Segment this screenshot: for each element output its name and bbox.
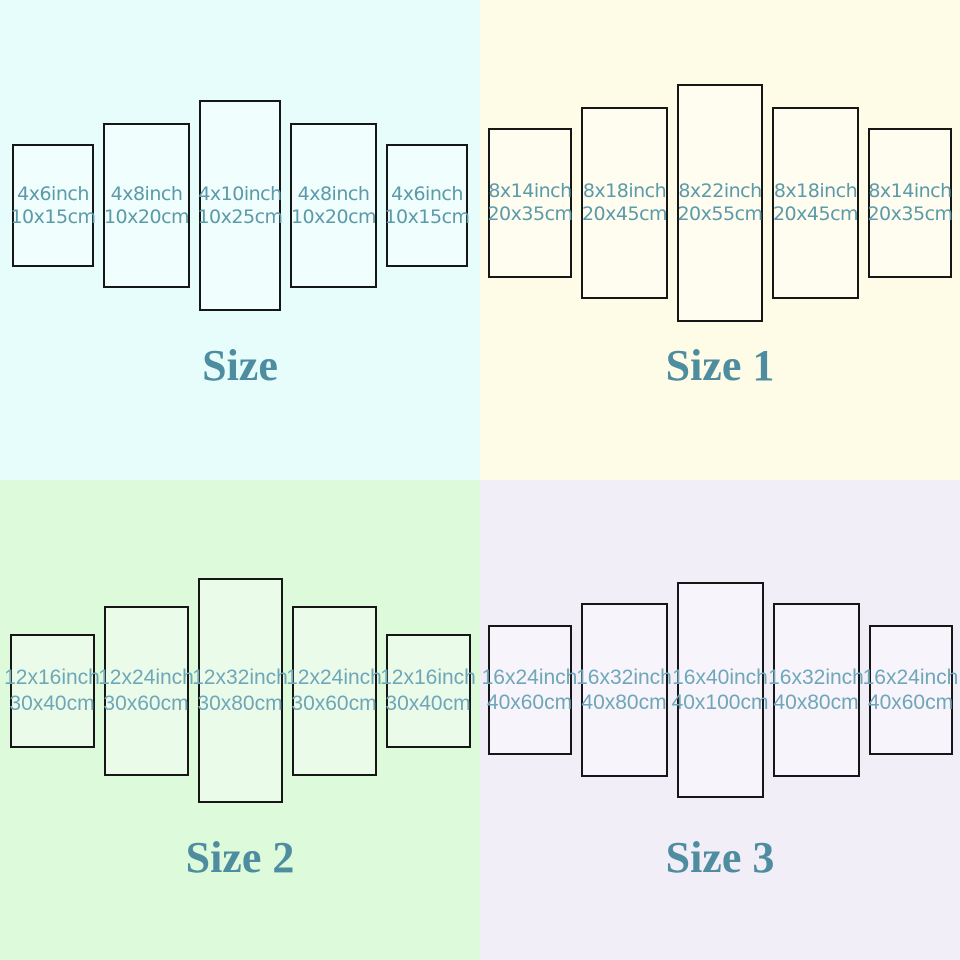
panel-size-cm: 20x35cm <box>867 203 953 225</box>
panel-size-inch: 12x24inch <box>98 666 194 690</box>
canvas-panel: 8x14inch 20x35cm <box>867 128 953 278</box>
panel-size-inch: 16x24inch <box>862 665 959 689</box>
panel-size-label: 12x24inch 30x60cm <box>286 665 382 715</box>
panel-size-inch: 8x22inch <box>678 180 762 203</box>
quadrant-size-3: 16x24inch 40x60cm 16x32inch 40x80cm 16x4… <box>480 480 960 960</box>
panel-size-label: 16x32inch 40x80cm <box>768 665 864 715</box>
panel-size-label: 12x16inch 30x40cm <box>4 665 100 715</box>
panel-size-cm: 40x80cm <box>773 691 859 714</box>
panel-size-label: 4x8inch 10x20cm <box>290 182 377 229</box>
panel-size-label: 12x16inch 30x40cm <box>380 665 476 715</box>
canvas-panel: 8x18inch 20x45cm <box>772 107 859 299</box>
panel-size-label: 8x18inch 20x45cm <box>772 180 859 226</box>
panel-size-label: 4x6inch 10x15cm <box>384 182 470 229</box>
panel-size-cm: 40x100cm <box>671 691 769 714</box>
quadrant-title: Size <box>202 341 278 390</box>
panel-size-label: 16x32inch 40x80cm <box>576 665 672 715</box>
panel-size-inch: 16x32inch <box>576 665 672 689</box>
panel-size-inch: 16x24inch <box>481 665 578 689</box>
panel-size-label: 8x18inch 20x45cm <box>581 180 668 226</box>
panel-size-cm: 20x45cm <box>772 203 859 225</box>
canvas-panel: 12x24inch 30x60cm <box>286 605 382 776</box>
panel-size-inch: 4x6inch <box>17 182 89 205</box>
panel-size-inch: 4x8inch <box>297 182 370 205</box>
panel-size-cm: 30x60cm <box>291 691 377 715</box>
panel-size-inch: 4x10inch <box>198 182 282 205</box>
canvas-panel: 8x14inch 20x35cm <box>487 128 573 278</box>
panel-size-inch: 8x18inch <box>773 180 858 203</box>
canvas-panel: 16x32inch 40x80cm <box>768 603 864 777</box>
panel-row: 4x6inch 10x15cm 4x8inch 10x20cm 4x10inch… <box>0 100 480 311</box>
canvas-panel: 4x8inch 10x20cm <box>290 123 377 288</box>
panel-size-label: 4x8inch 10x20cm <box>103 182 190 229</box>
panel-size-label: 12x32inch 30x80cm <box>192 665 288 715</box>
panel-size-label: 16x24inch 40x60cm <box>863 665 959 715</box>
panel-size-cm: 10x15cm <box>10 205 96 228</box>
canvas-panel: 8x18inch 20x45cm <box>581 107 668 299</box>
panel-size-inch: 12x24inch <box>286 666 382 690</box>
panel-size-cm: 30x40cm <box>385 691 471 715</box>
panel-size-cm: 10x20cm <box>290 205 377 228</box>
panel-size-label: 16x24inch 40x60cm <box>482 665 578 715</box>
panel-size-cm: 10x25cm <box>197 205 283 228</box>
panel-size-label: 8x14inch 20x35cm <box>867 180 953 226</box>
panel-row: 12x16inch 30x40cm 12x24inch 30x60cm 12x3… <box>0 578 480 803</box>
panel-size-inch: 16x40inch <box>672 665 768 689</box>
panel-row: 8x14inch 20x35cm 8x18inch 20x45cm 8x22in… <box>480 84 960 322</box>
panel-size-inch: 12x16inch <box>4 666 100 690</box>
panel-size-cm: 40x80cm <box>581 691 667 714</box>
canvas-panel: 12x16inch 30x40cm <box>4 633 100 748</box>
quadrant-title: Size 1 <box>665 341 775 390</box>
panel-size-cm: 30x60cm <box>103 691 189 715</box>
panel-size-cm: 10x15cm <box>384 205 470 228</box>
panel-size-inch: 8x14inch <box>488 180 572 203</box>
panel-size-label: 16x40inch 40x100cm <box>672 665 769 715</box>
canvas-panel: 4x10inch 10x25cm <box>197 100 283 311</box>
quadrant-size-2: 12x16inch 30x40cm 12x24inch 30x60cm 12x3… <box>0 480 480 960</box>
panel-size-inch: 12x16inch <box>380 666 476 690</box>
canvas-panel: 4x8inch 10x20cm <box>103 123 190 288</box>
quadrant-size-1: 8x14inch 20x35cm 8x18inch 20x45cm 8x22in… <box>480 0 960 480</box>
panel-row: 16x24inch 40x60cm 16x32inch 40x80cm 16x4… <box>480 582 960 798</box>
panel-size-cm: 20x35cm <box>487 203 573 225</box>
canvas-panel: 4x6inch 10x15cm <box>10 144 96 267</box>
panel-size-cm: 40x60cm <box>486 691 573 714</box>
quadrant-size: 4x6inch 10x15cm 4x8inch 10x20cm 4x10inch… <box>0 0 480 480</box>
canvas-panel: 4x6inch 10x15cm <box>384 144 470 267</box>
panel-size-label: 4x10inch 10x25cm <box>197 182 283 229</box>
panel-size-inch: 4x8inch <box>110 182 183 205</box>
panel-size-cm: 20x45cm <box>581 203 668 225</box>
panel-size-cm: 40x60cm <box>867 691 954 714</box>
canvas-panel: 16x24inch 40x60cm <box>482 625 577 755</box>
panel-size-inch: 4x6inch <box>391 182 463 205</box>
quadrant-title: Size 2 <box>185 833 295 882</box>
panel-size-label: 4x6inch 10x15cm <box>10 182 96 229</box>
panel-size-inch: 8x18inch <box>582 180 667 203</box>
panel-size-cm: 30x40cm <box>9 691 95 715</box>
panel-size-label: 8x14inch 20x35cm <box>487 180 573 226</box>
canvas-panel: 12x32inch 30x80cm <box>192 578 288 803</box>
panel-size-cm: 30x80cm <box>197 691 283 715</box>
panel-size-inch: 12x32inch <box>192 666 288 690</box>
panel-size-inch: 16x32inch <box>768 665 864 689</box>
panel-size-cm: 10x20cm <box>103 205 190 228</box>
canvas-panel: 16x32inch 40x80cm <box>576 603 672 777</box>
panel-size-label: 8x22inch 20x55cm <box>677 180 763 226</box>
quadrant-title: Size 3 <box>665 833 775 882</box>
canvas-panel: 8x22inch 20x55cm <box>677 84 763 322</box>
canvas-panel: 16x24inch 40x60cm <box>863 625 958 755</box>
panel-size-label: 12x24inch 30x60cm <box>98 665 194 715</box>
canvas-panel: 16x40inch 40x100cm <box>672 582 768 798</box>
canvas-panel: 12x24inch 30x60cm <box>98 605 194 776</box>
panel-size-cm: 20x55cm <box>677 203 763 225</box>
canvas-panel: 12x16inch 30x40cm <box>380 633 476 748</box>
panel-size-inch: 8x14inch <box>868 180 952 203</box>
